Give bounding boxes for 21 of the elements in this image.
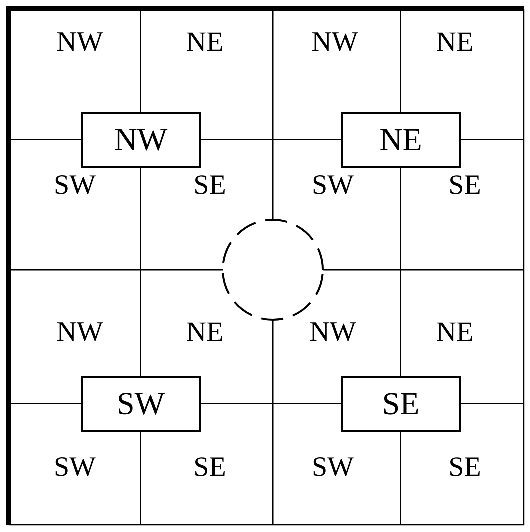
quadrant-label: SE [196,458,225,476]
quadrant-label: NW [57,32,104,52]
quadrant-box: NE [341,112,461,168]
quadrant-label: NE [437,322,472,342]
dashed-circle [222,219,324,321]
quadrant-label: NE [187,32,222,52]
quadrant-label: NW [312,32,358,52]
quadrant-label: NE [437,32,472,52]
quadrant-box: NW [81,112,201,168]
quadrant-label: SW [56,176,96,194]
quadrant-box: SE [341,376,461,432]
quadrant-label: NW [310,322,356,342]
quadrant-label: SE [196,176,225,194]
quadrant-label: SW [314,176,354,194]
quadrant-label: SW [314,458,354,476]
quadrant-label: NE [187,322,222,342]
quadrant-label: SE [450,458,480,476]
quadrant-label: SW [56,458,96,476]
quadrant-box: SW [81,376,201,432]
quadrant-label: NW [57,322,104,342]
quadrant-label: SE [450,176,480,194]
